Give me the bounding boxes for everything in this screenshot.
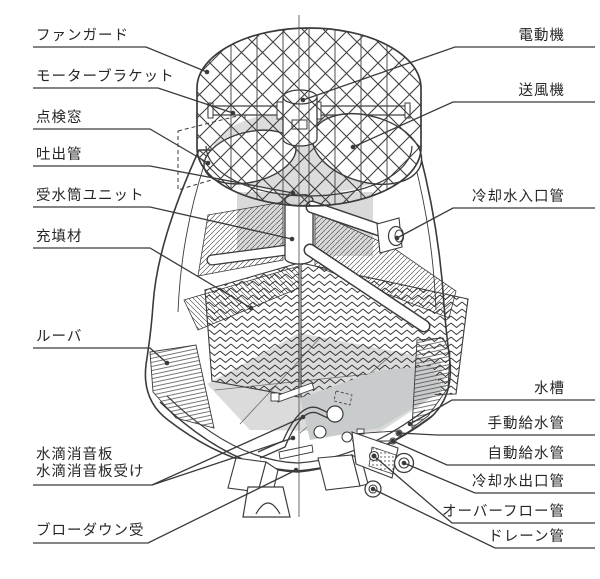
label-manual-feed-pipe: 手動給水管 bbox=[487, 416, 565, 432]
leader-lines bbox=[33, 46, 595, 549]
label-inspection-window: 点検窓 bbox=[36, 110, 83, 126]
label-motor-bracket: モーターブラケット bbox=[36, 69, 175, 85]
label-fill-material: 充填材 bbox=[36, 229, 83, 245]
inlet-stub bbox=[376, 217, 405, 254]
float-ball bbox=[326, 405, 344, 423]
label-auto-feed-pipe: 自動給水管 bbox=[487, 446, 565, 462]
fan-guard-mesh bbox=[196, 27, 422, 207]
label-cooling-water-outlet: 冷却水出口管 bbox=[472, 474, 565, 490]
louver-right bbox=[411, 337, 451, 429]
label-discharge-pipe: 吐出管 bbox=[36, 147, 83, 163]
label-drip-silencer-plate-holder: 水滴消音板受け bbox=[36, 464, 145, 480]
label-drip-silencer-plate: 水滴消音板 bbox=[36, 447, 114, 463]
label-cooling-water-inlet: 冷却水入口管 bbox=[472, 189, 565, 205]
leader-dots bbox=[164, 69, 413, 492]
louver-left bbox=[149, 344, 215, 429]
basin-rim-inner bbox=[166, 395, 426, 464]
label-fan-guard: ファンガード bbox=[36, 28, 129, 44]
label-overflow-pipe: オーバーフロー管 bbox=[442, 504, 565, 520]
label-electric-motor: 電動機 bbox=[518, 28, 565, 44]
label-blowdown-receiver: ブローダウン受 bbox=[36, 523, 145, 539]
blowdown-receiver-part bbox=[242, 486, 291, 518]
label-louver: ルーバ bbox=[36, 329, 83, 345]
label-fan: 送風機 bbox=[518, 83, 565, 99]
label-water-receiver-unit: 受水筒ユニット bbox=[36, 188, 145, 204]
label-water-basin: 水槽 bbox=[534, 381, 565, 397]
label-drain-pipe: ドレーン管 bbox=[488, 529, 565, 545]
